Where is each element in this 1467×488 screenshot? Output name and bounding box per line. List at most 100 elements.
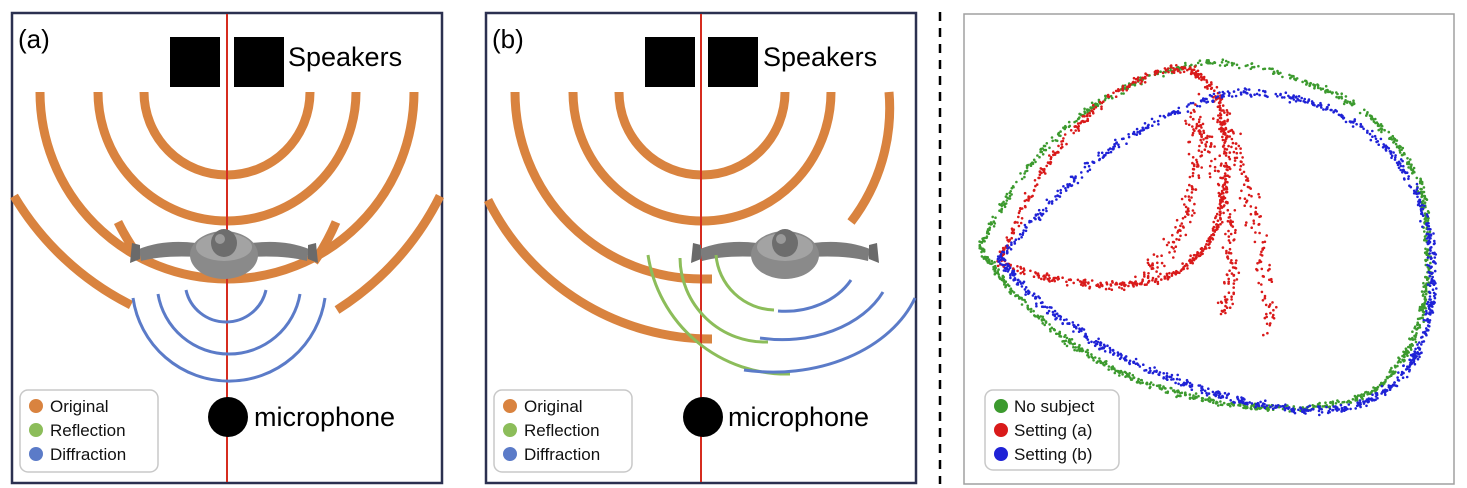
setting-a-point [1104, 287, 1108, 291]
no-subject-point [1391, 370, 1395, 373]
setting-b-point [1428, 271, 1431, 275]
setting-b-point [1391, 383, 1395, 387]
setting-a-point [1016, 265, 1019, 268]
setting-a-point [1186, 212, 1189, 216]
setting-a-point [1228, 215, 1232, 219]
setting-a-point [1088, 114, 1092, 118]
setting-a-point [1184, 122, 1188, 125]
no-subject-point [1331, 401, 1335, 405]
setting-a-point [1016, 221, 1019, 224]
setting-b-point [1013, 277, 1017, 280]
setting-a-point [1257, 222, 1261, 226]
setting-b-point [1367, 397, 1370, 400]
no-subject-point [1387, 130, 1391, 134]
setting-b-point [1165, 375, 1168, 378]
setting-b-point [1434, 262, 1437, 265]
no-subject-point [1421, 313, 1425, 317]
no-subject-point [1292, 405, 1296, 408]
setting-a-point [1179, 234, 1182, 238]
setting-b-point [1393, 158, 1397, 161]
no-subject-point [1159, 70, 1162, 73]
no-subject-point [1251, 66, 1254, 69]
setting-a-point [1115, 282, 1118, 286]
setting-b-point [1306, 101, 1309, 104]
setting-a-point [1146, 276, 1150, 280]
setting-b-point [1258, 93, 1261, 97]
setting-a-point [1205, 80, 1209, 84]
setting-b-point [1316, 405, 1320, 408]
setting-a-point [1118, 286, 1121, 289]
setting-a-point [1202, 138, 1205, 141]
setting-a-point [1224, 133, 1227, 136]
setting-b-point [1276, 95, 1279, 98]
setting-a-point [1181, 267, 1185, 271]
no-subject-point [1411, 330, 1414, 334]
setting-a-point [1190, 191, 1194, 194]
no-subject-point [1003, 205, 1007, 209]
setting-a-point [1189, 220, 1192, 224]
setting-b-point [1294, 96, 1298, 99]
setting-a-point [1255, 267, 1258, 271]
setting-a-point [1254, 206, 1258, 209]
setting-b-point [1375, 392, 1378, 396]
no-subject-point [1205, 59, 1209, 63]
setting-b-point [1332, 110, 1336, 113]
setting-b-point [1031, 294, 1035, 297]
setting-a-point [1112, 91, 1115, 95]
setting-a-point [1072, 281, 1075, 285]
setting-b-point [1056, 189, 1059, 193]
no-subject-point [1397, 356, 1400, 360]
setting-a-point [1197, 254, 1201, 258]
setting-a-point [1217, 114, 1220, 117]
setting-a-point [1238, 196, 1242, 200]
no-subject-point [1230, 402, 1233, 405]
setting-b-point [1205, 101, 1208, 104]
setting-b-point [1107, 151, 1110, 154]
no-subject-point [1421, 194, 1424, 197]
setting-b-point [1408, 368, 1411, 372]
setting-b-point [1088, 168, 1092, 171]
setting-a-point [1204, 145, 1208, 148]
setting-a-point [1226, 135, 1229, 139]
no-subject-point [1074, 346, 1077, 349]
setting-b-point [1279, 405, 1283, 408]
setting-a-point [1231, 220, 1234, 224]
legend-a: Original Reflection Diffraction [19, 389, 159, 473]
no-subject-point [1424, 259, 1428, 263]
setting-a-point [1010, 231, 1014, 235]
setting-b-point [1320, 408, 1323, 411]
setting-b-point [1264, 399, 1267, 403]
setting-a-point [1141, 279, 1144, 283]
setting-b-point [1102, 343, 1106, 347]
setting-a-point [1090, 279, 1094, 282]
setting-a-point [1017, 211, 1021, 215]
setting-b-point [1178, 378, 1181, 381]
setting-a-point [1144, 72, 1147, 75]
no-subject-point [1398, 151, 1402, 154]
setting-a-point [1132, 76, 1136, 80]
setting-b-point [1050, 200, 1054, 203]
setting-a-point [1194, 70, 1198, 74]
scatter-setting-a [996, 64, 1278, 337]
setting-b-point [1376, 397, 1379, 400]
setting-b-point [1045, 198, 1049, 202]
setting-b-point [1428, 252, 1431, 255]
setting-b-point [1305, 408, 1309, 412]
no-subject-point [1133, 83, 1137, 87]
setting-a-point [1183, 215, 1187, 219]
setting-b-point [1215, 96, 1218, 99]
setting-b-point [1020, 235, 1023, 239]
setting-a-point [1229, 222, 1232, 226]
setting-a-point [1224, 178, 1227, 181]
setting-b-point [1080, 329, 1083, 333]
setting-a-point [1173, 250, 1176, 253]
setting-b-point [1058, 195, 1062, 198]
setting-a-point [1219, 114, 1222, 117]
setting-a-point [1003, 248, 1006, 251]
setting-a-point [1220, 196, 1223, 199]
no-subject-point [991, 262, 994, 265]
setting-a-point [1265, 234, 1268, 237]
setting-a-point [1065, 284, 1069, 287]
setting-b-point [1135, 127, 1139, 131]
setting-b-point [1418, 355, 1421, 359]
